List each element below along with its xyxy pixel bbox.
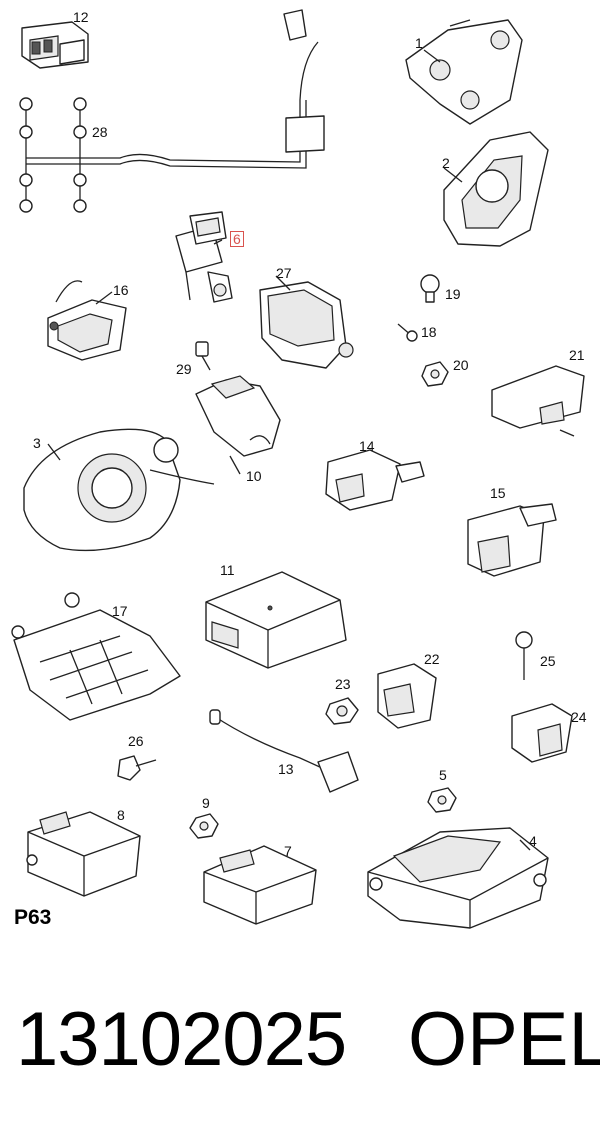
callout-3: 3 [33, 435, 41, 451]
callout-28: 28 [92, 124, 108, 140]
callout-6-highlighted[interactable]: 6 [230, 231, 244, 247]
part-9-nut[interactable] [189, 813, 219, 839]
part-13-cable[interactable] [209, 709, 359, 793]
part-number: 13102025 [16, 997, 347, 1082]
part-8-control-module[interactable] [26, 811, 141, 897]
callout-16: 16 [113, 282, 129, 298]
part-14-sensor[interactable] [325, 449, 425, 511]
callout-12: 12 [73, 9, 89, 25]
callout-18: 18 [421, 324, 437, 340]
part-15-sensor[interactable] [467, 503, 557, 577]
section-code: P63 [14, 906, 52, 929]
callout-26: 26 [128, 733, 144, 749]
parts-diagram: 12 1 28 2 6 27 16 19 18 21 29 20 3 14 10… [11, 9, 587, 929]
callout-9: 9 [202, 795, 210, 811]
part-6-sensor[interactable] [175, 211, 233, 303]
part-3-clock-spring[interactable] [23, 428, 215, 552]
part-5-nut[interactable] [427, 787, 457, 813]
part-21-module[interactable] [491, 365, 585, 437]
part-7-module[interactable] [203, 845, 317, 925]
part-25-bolt[interactable] [515, 631, 533, 680]
callout-2: 2 [442, 155, 450, 171]
callout-29: 29 [176, 361, 192, 377]
callout-25: 25 [540, 653, 556, 669]
part-29-screw[interactable] [195, 341, 211, 371]
part-2-bezel[interactable] [443, 131, 549, 247]
part-20-nut[interactable] [421, 361, 449, 387]
part-22-sensor[interactable] [377, 663, 437, 729]
leader-lines [47, 49, 531, 851]
part-27-bracket[interactable] [259, 281, 354, 369]
callout-7: 7 [284, 843, 292, 859]
brand-name: OPEL [408, 997, 600, 1082]
callout-4: 4 [529, 833, 537, 849]
footer: 13102025 OPEL [0, 985, 600, 1095]
part-18-screw[interactable] [397, 323, 418, 342]
callout-13: 13 [278, 761, 294, 777]
exploded-view-drawing [11, 9, 585, 929]
part-26-bolt[interactable] [117, 755, 157, 781]
callout-8: 8 [117, 807, 125, 823]
part-10-holder[interactable] [195, 375, 281, 457]
callout-23: 23 [335, 676, 351, 692]
callout-22: 22 [424, 651, 440, 667]
callout-17: 17 [112, 603, 128, 619]
callout-20: 20 [453, 357, 469, 373]
part-17-tray[interactable] [11, 592, 181, 721]
part-24-sensor[interactable] [511, 703, 573, 763]
callout-5: 5 [439, 767, 447, 783]
part-4-airbag-module[interactable] [367, 827, 549, 929]
callout-11: 11 [220, 562, 235, 578]
callout-21: 21 [569, 347, 585, 363]
part-16-connector[interactable] [47, 280, 127, 361]
part-23-nut[interactable] [325, 697, 359, 725]
callout-27: 27 [276, 265, 292, 281]
callout-24: 24 [571, 709, 587, 725]
callout-19: 19 [445, 286, 461, 302]
part-1-mounting-plate[interactable] [405, 19, 523, 125]
callout-10: 10 [246, 468, 262, 484]
part-12-switch[interactable] [21, 21, 89, 69]
callout-14: 14 [359, 438, 375, 454]
callout-1: 1 [415, 35, 423, 51]
part-11-control-module[interactable] [205, 571, 347, 669]
part-19-bolt[interactable] [420, 274, 440, 303]
part-28-wiring-harness[interactable] [19, 9, 325, 213]
callout-15: 15 [490, 485, 506, 501]
